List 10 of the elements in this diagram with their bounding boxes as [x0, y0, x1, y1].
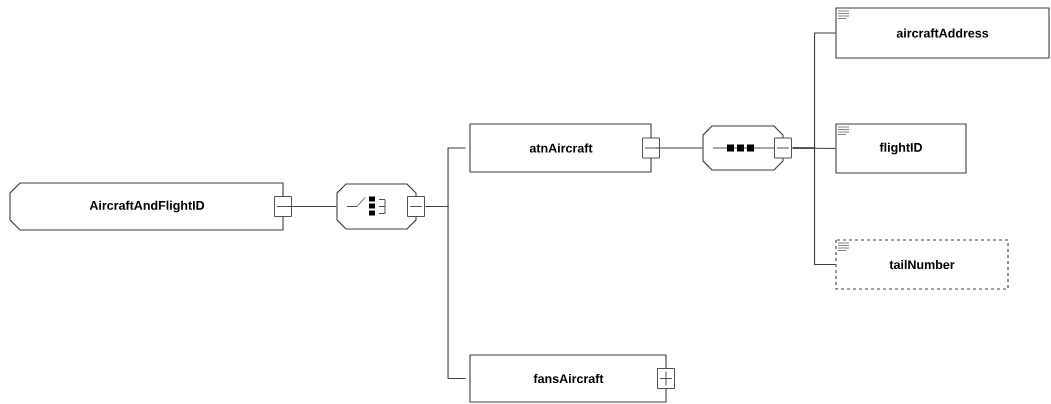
element-box: fansAircraft: [469, 354, 667, 403]
element-box: atnAircraft: [469, 123, 652, 173]
connector-line: [656, 147, 703, 149]
connector-line: [792, 147, 836, 266]
connector-line: [425, 205, 466, 380]
element-box: aircraftAddress: [835, 7, 1050, 59]
element-box: tailNumber: [835, 239, 1009, 290]
element-box: AircraftAndFlightID: [9, 182, 284, 231]
connector-line: [288, 205, 337, 208]
element-box: flightID: [835, 123, 967, 174]
